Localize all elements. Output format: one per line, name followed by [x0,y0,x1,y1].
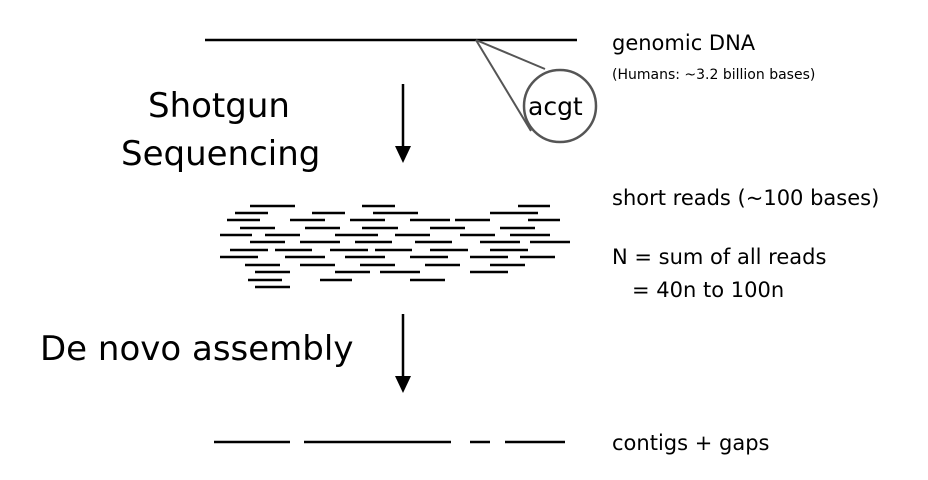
short-reads [220,204,570,289]
coverage-label-line2: = 40n to 100n [632,278,785,302]
contigs-label: contigs + gaps [612,431,770,455]
magnifier-callout [475,39,598,144]
humans-note: (Humans: ~3.2 billion bases) [612,67,816,83]
shotgun-label-line2: Sequencing [121,134,321,174]
arrow-down-icon [395,314,411,393]
shotgun-label-line1: Shotgun [148,86,290,126]
short-reads-label: short reads (~100 bases) [612,186,880,210]
genomic-dna-label: genomic DNA [612,31,756,55]
arrow-down-icon [395,84,411,163]
de-novo-assembly-label: De novo assembly [40,329,354,369]
coverage-label-line1: N = sum of all reads [612,245,827,269]
magnified-bases-label: acgt [528,92,583,121]
